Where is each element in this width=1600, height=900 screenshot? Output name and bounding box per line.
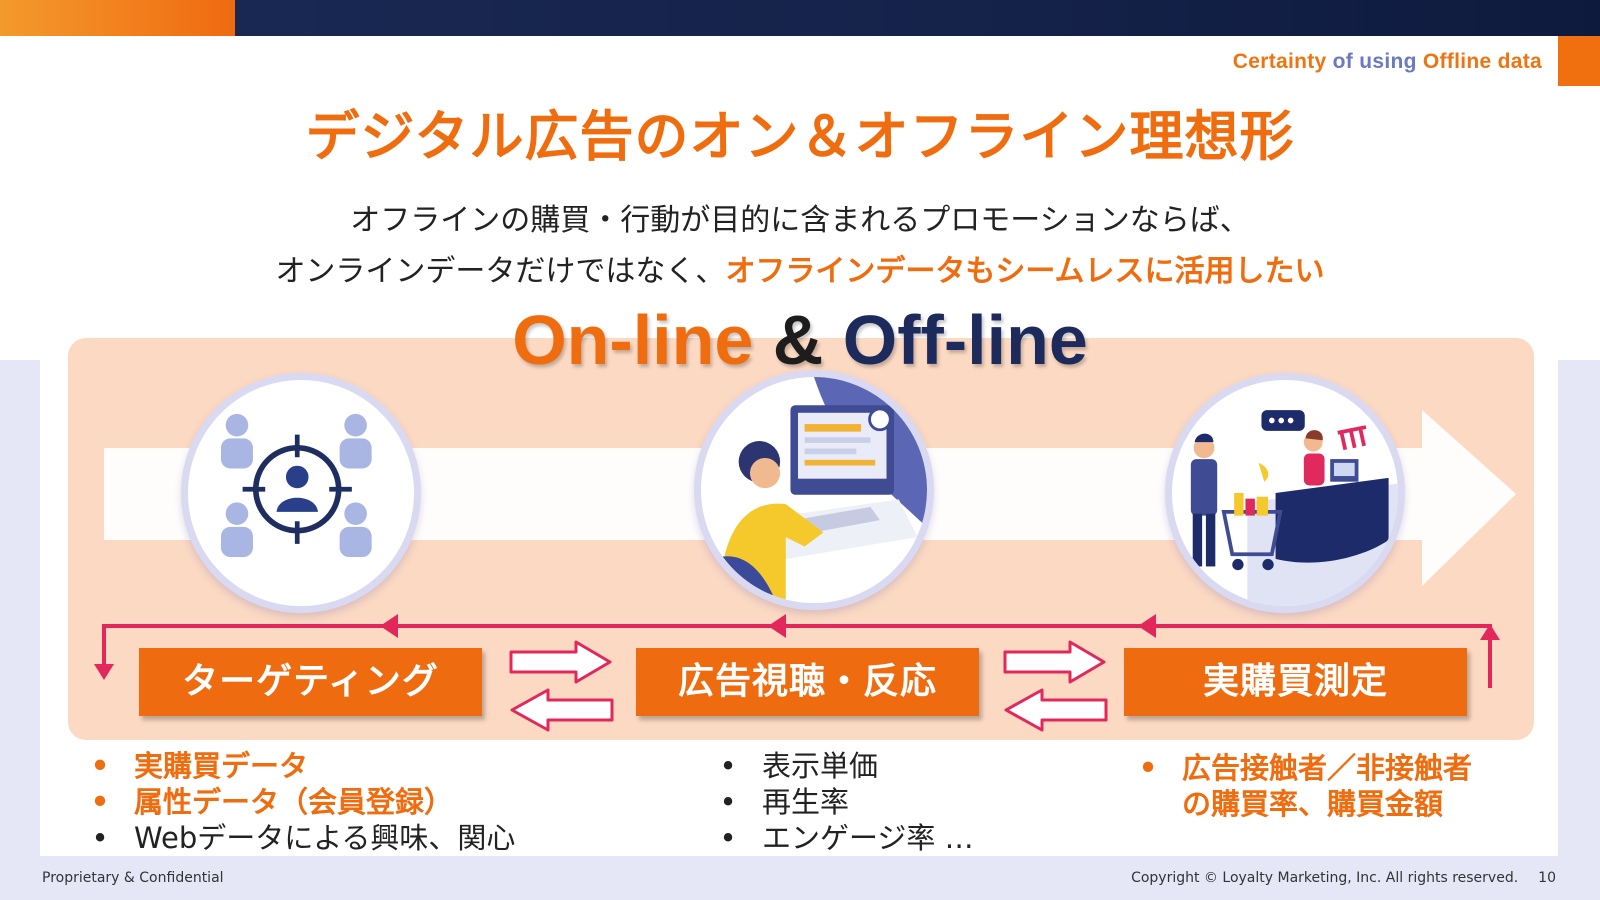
- list-item-text: 広告接触者／非接触者: [1182, 751, 1473, 785]
- feedback-loop: [102, 624, 1492, 688]
- exchange-arrows-2: [1003, 640, 1108, 732]
- measurement-list: • 広告接触者／非接触者 の購買率、購買金額: [1138, 750, 1472, 822]
- bullet: •: [719, 785, 737, 819]
- bullet: •: [91, 821, 109, 855]
- stage-purchase-measurement: 実購買測定: [1124, 648, 1467, 716]
- loop-arrowhead-right: [1480, 624, 1500, 640]
- offline-word: Off-line: [842, 301, 1088, 379]
- tagline-part3: Offline data: [1422, 50, 1542, 73]
- subtitle-line1: オフラインの購買・行動が目的に含まれるプロモーションならば、: [350, 203, 1250, 238]
- slide-title: デジタル広告のオン＆オフライン理想形: [305, 105, 1295, 168]
- top-bar: [0, 0, 1600, 36]
- tagline-part1: Certainty: [1232, 50, 1327, 73]
- footer-confidential: Proprietary & Confidential: [42, 870, 224, 886]
- viewing-illustration: [694, 370, 934, 610]
- list-item: • 属性データ（会員登録）: [90, 784, 515, 820]
- online-word: On-line: [512, 301, 754, 379]
- subtitle-line2-highlight: オフラインデータもシームレスに活用したい: [725, 254, 1325, 289]
- targeting-people-icon: [220, 413, 372, 558]
- corner-accent: [1558, 36, 1600, 86]
- list-item-text: 再生率: [762, 785, 850, 819]
- bullet: •: [719, 749, 737, 783]
- list-item: • エンゲージ率 …: [718, 820, 974, 856]
- page-number: 10: [1538, 870, 1556, 886]
- targeting-data-list: • 実購買データ • 属性データ（会員登録） • Webデータによる興味、関心: [90, 748, 516, 856]
- stage-ad-viewing: 広告視聴・反応: [636, 648, 979, 716]
- list-item: • 再生率: [718, 784, 974, 820]
- ampersand: &: [772, 301, 824, 379]
- store-checkout-icon: [1190, 410, 1398, 606]
- top-bar-orange-accent: [0, 0, 235, 36]
- loop-arrowhead-mid1: [1138, 614, 1156, 638]
- footer-copyright: Copyright © Loyalty Marketing, Inc. All …: [1131, 870, 1519, 886]
- bullet: •: [90, 749, 110, 783]
- list-item: • 表示単価: [718, 748, 974, 784]
- bullet: •: [90, 785, 110, 819]
- list-item-text: エンゲージ率 …: [762, 821, 974, 855]
- list-item: • 実購買データ: [90, 748, 515, 784]
- viewing-metrics-list: • 表示単価 • 再生率 • エンゲージ率 …: [718, 748, 974, 856]
- list-item-text: の購買率、購買金額: [1182, 787, 1444, 821]
- purchase-illustration: [1165, 373, 1405, 613]
- list-item-text: 実購買データ: [134, 749, 309, 783]
- list-item: • 広告接触者／非接触者: [1138, 750, 1472, 786]
- footer-right: Copyright © Loyalty Marketing, Inc. All …: [1131, 870, 1556, 886]
- loop-arrowhead-mid3: [380, 614, 398, 638]
- loop-arrowhead-left-end: [94, 664, 114, 680]
- targeting-illustration: [181, 373, 421, 613]
- exchange-arrows-1: [509, 640, 614, 732]
- subtitle-line2: オンラインデータだけではなく、オフラインデータもシームレスに活用したい: [0, 246, 1600, 290]
- stage-targeting: ターゲティング: [139, 648, 482, 716]
- list-item: • Webデータによる興味、関心: [90, 820, 515, 856]
- tagline-part2: of using: [1332, 50, 1417, 73]
- tagline: Certainty of using Offline data: [1233, 50, 1542, 74]
- subtitle-line2-plain: オンラインデータだけではなく、: [275, 254, 726, 289]
- bullet: •: [1138, 751, 1158, 785]
- list-item-text: 属性データ（会員登録）: [134, 785, 454, 819]
- list-item-text: 表示単価: [762, 749, 879, 783]
- bullet: •: [719, 821, 737, 855]
- person-at-computer-icon: [701, 377, 927, 603]
- loop-arrowhead-mid2: [768, 614, 786, 638]
- list-item-text: Webデータによる興味、関心: [134, 821, 516, 855]
- online-offline-title: On-line & Off-line: [0, 300, 1600, 380]
- list-item: の購買率、購買金額: [1138, 786, 1472, 822]
